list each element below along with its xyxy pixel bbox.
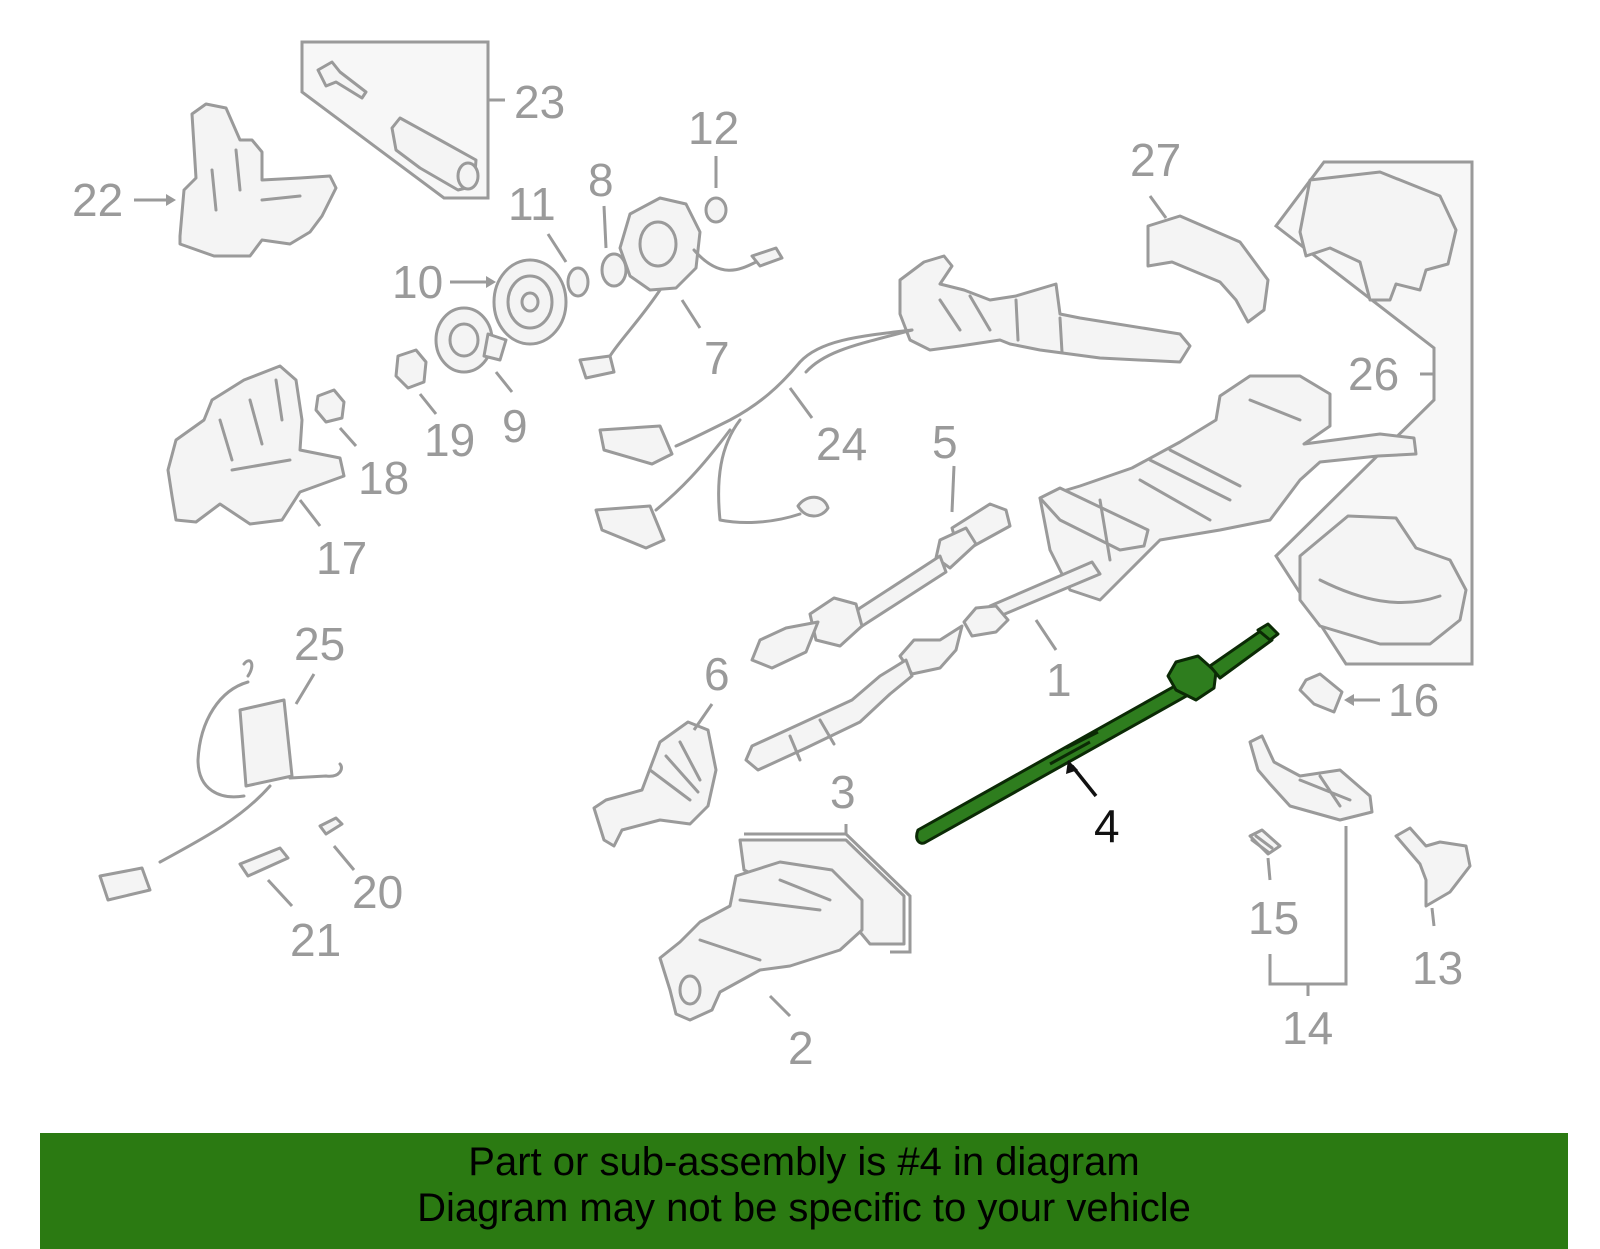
part-16: 16: [1298, 672, 1439, 726]
callout-12: 12: [688, 102, 739, 154]
callout-18: 18: [358, 452, 409, 504]
callout-24: 24: [816, 418, 867, 470]
callout-21: 21: [290, 914, 341, 966]
part-14-group: 15 14: [1248, 734, 1374, 1054]
callout-11: 11: [508, 178, 556, 230]
part-12: 12: [688, 102, 739, 224]
callout-4: 4: [1094, 800, 1120, 852]
callout-14: 14: [1282, 1002, 1333, 1054]
banner-line-2: Diagram may not be specific to your vehi…: [417, 1186, 1191, 1230]
part-21: 21: [238, 846, 341, 966]
callout-17: 17: [316, 532, 367, 584]
part-7: 7: [578, 196, 784, 384]
part-19: 19: [394, 348, 475, 466]
part-8: 8: [588, 154, 628, 288]
callout-19: 19: [424, 414, 475, 466]
banner-line-1: Part or sub-assembly is #4 in diagram: [468, 1140, 1140, 1184]
part-10: 10: [392, 256, 568, 346]
part-4-highlighted: 4: [915, 622, 1280, 852]
callout-25: 25: [294, 618, 345, 670]
part-17: 17: [166, 364, 367, 584]
callout-6: 6: [704, 648, 730, 700]
part-27: 27: [1130, 134, 1270, 324]
callout-22: 22: [72, 174, 123, 226]
notice-banner: Part or sub-assembly is #4 in diagram Di…: [40, 1133, 1568, 1249]
callout-26: 26: [1348, 348, 1399, 400]
callout-13: 13: [1412, 942, 1463, 994]
part-20: 20: [318, 816, 403, 918]
part-5: 5: [750, 416, 1012, 670]
callout-2: 2: [788, 1022, 814, 1074]
callout-27: 27: [1130, 134, 1181, 186]
part-18: 18: [314, 388, 409, 504]
part-6: 6: [592, 648, 730, 848]
callout-9: 9: [502, 400, 528, 452]
callout-15: 15: [1248, 892, 1299, 944]
part-25: 25: [98, 618, 345, 902]
callout-7: 7: [704, 332, 730, 384]
parts-diagram: 23 22 10 9 19 11 8: [72, 40, 1474, 1074]
part-9: 9: [434, 306, 528, 452]
part-2: 2: [658, 860, 864, 1074]
callout-20: 20: [352, 866, 403, 918]
part-22: 22: [72, 102, 338, 258]
part-23-group: 23: [300, 40, 565, 200]
callout-3: 3: [830, 766, 856, 818]
callout-16: 16: [1388, 674, 1439, 726]
part-1: 1: [744, 374, 1418, 772]
callout-10: 10: [392, 256, 443, 308]
callout-23: 23: [514, 76, 565, 128]
callout-5: 5: [932, 416, 958, 468]
part-24: 24: [594, 254, 1192, 550]
callout-1: 1: [1046, 654, 1072, 706]
callout-8: 8: [588, 154, 614, 206]
part-13: 13: [1394, 826, 1472, 994]
part-11: 11: [508, 178, 590, 298]
part-26-group: 26: [1273, 160, 1474, 666]
